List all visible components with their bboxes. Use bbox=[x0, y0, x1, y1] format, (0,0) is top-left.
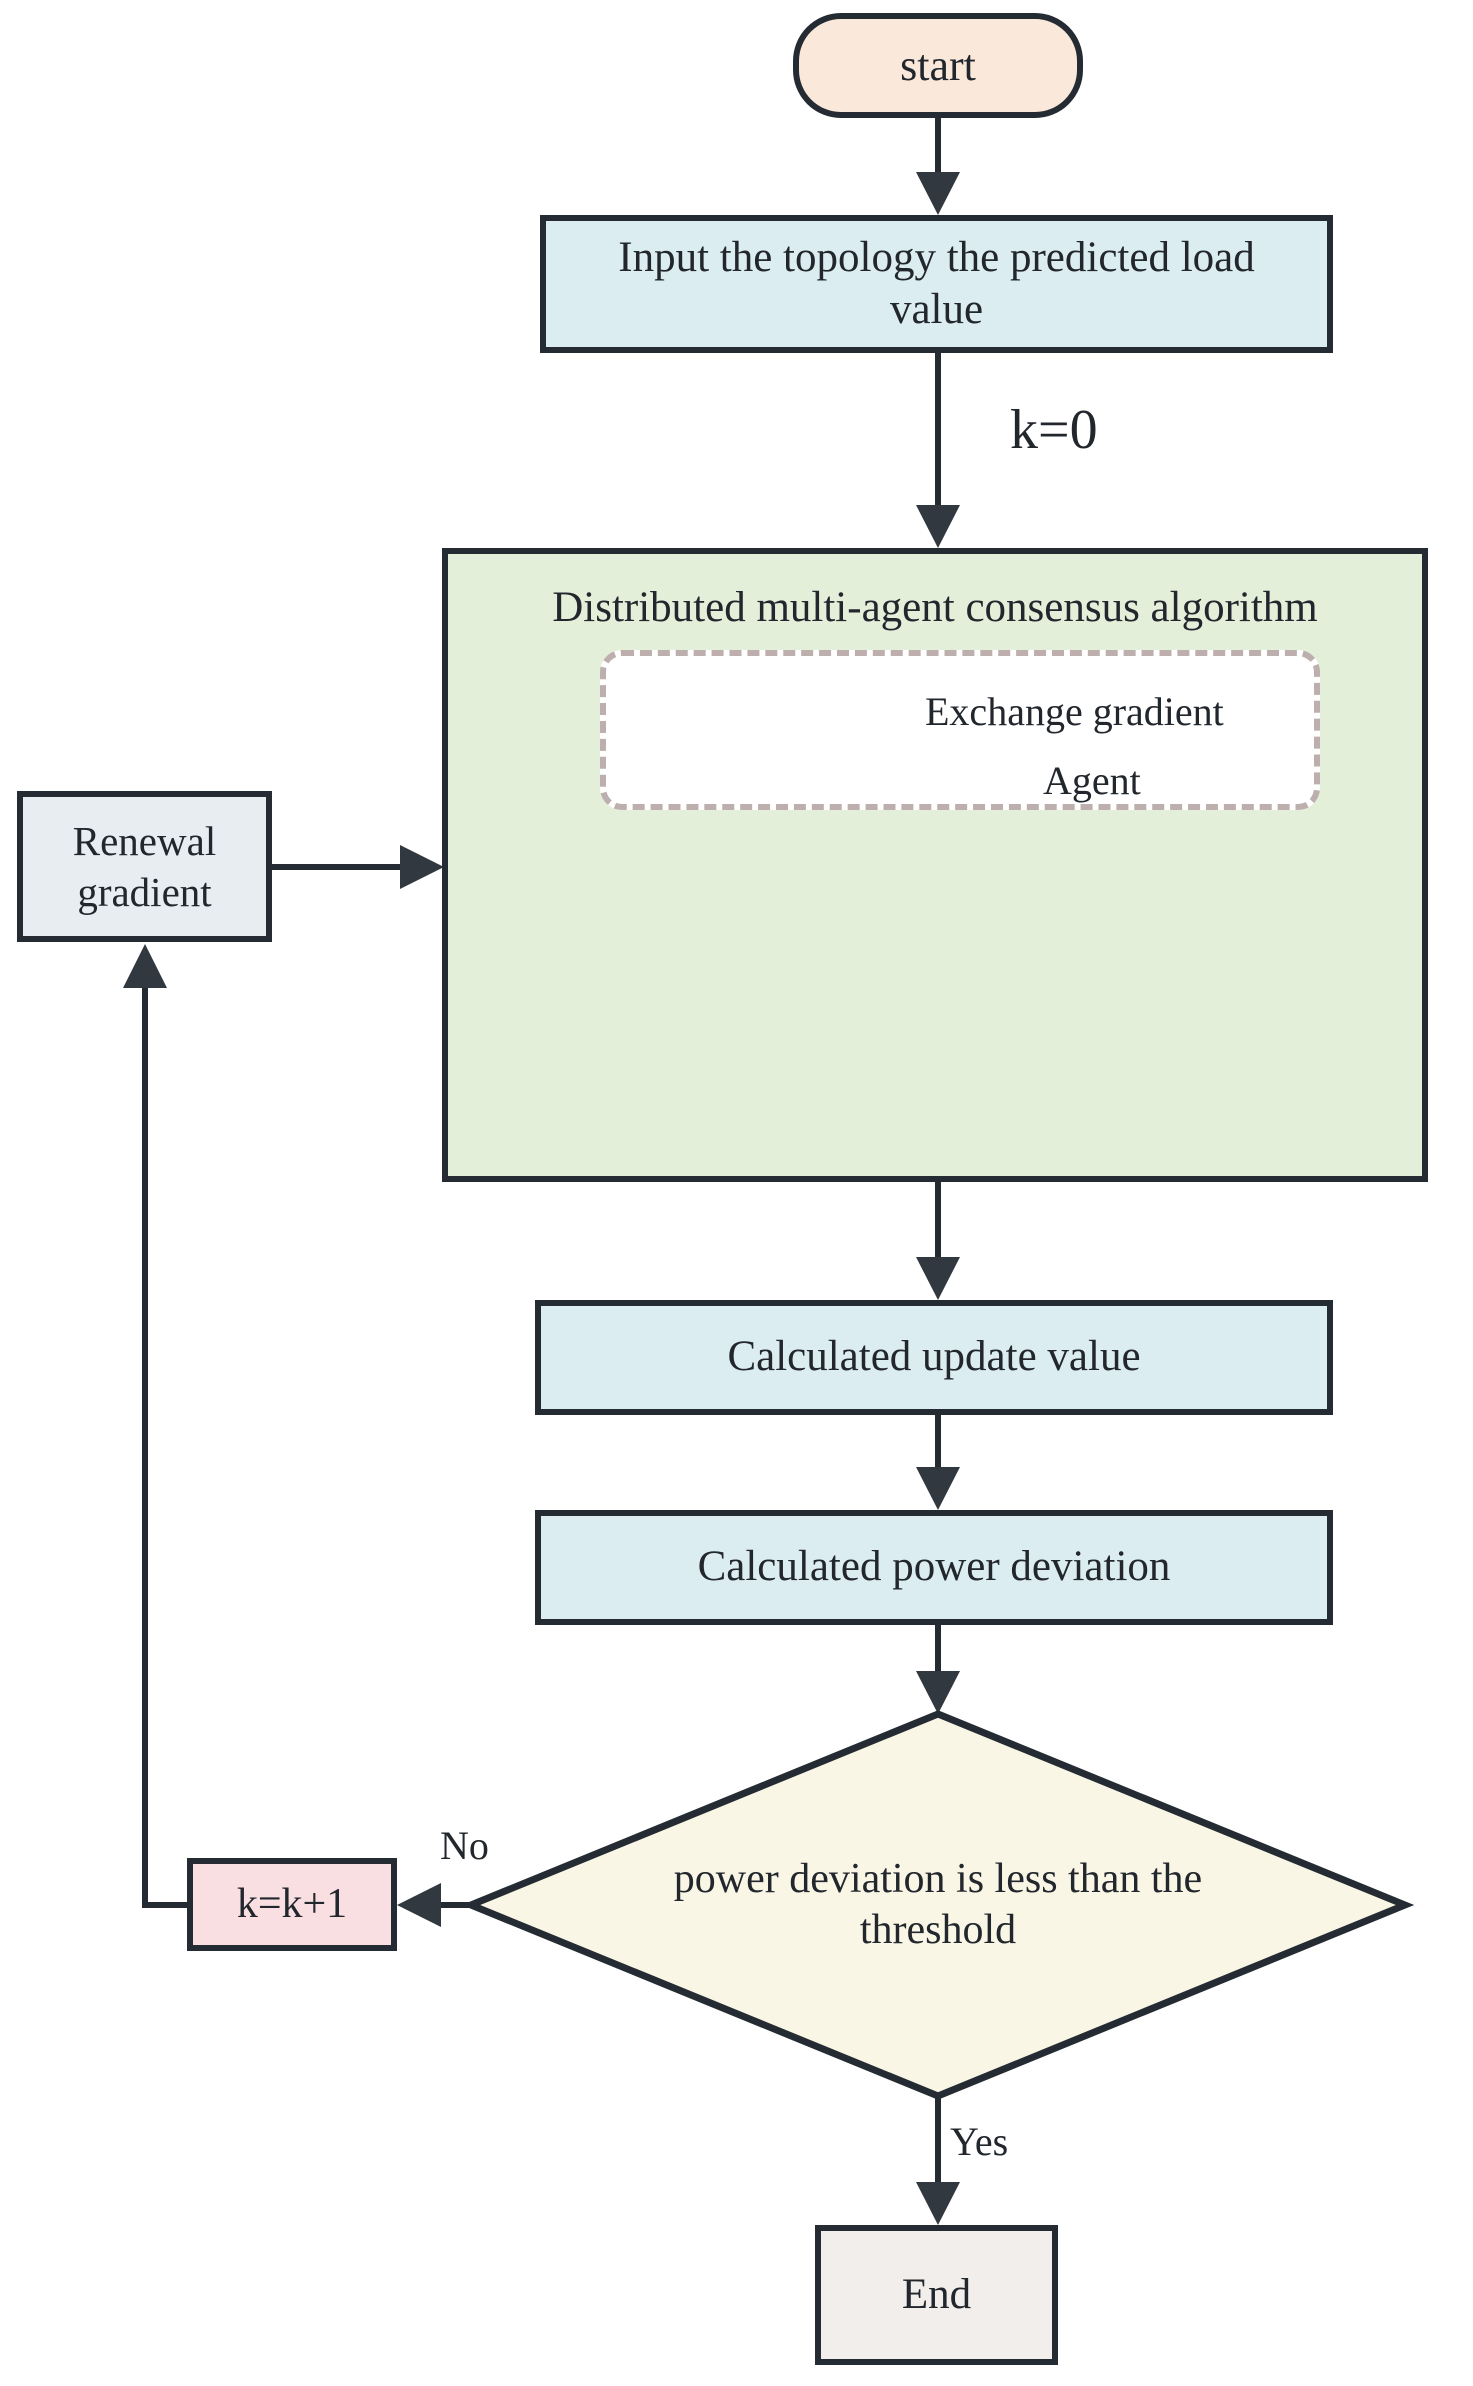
calculated-update-value-label: Calculated update value bbox=[727, 1333, 1141, 1381]
calculated-power-deviation-label: Calculated power deviation bbox=[697, 1543, 1171, 1591]
edge-label-yes-text: Yes bbox=[950, 2119, 1009, 2164]
start-node[interactable]: start bbox=[793, 13, 1083, 118]
renewal-gradient-node[interactable]: Renewal gradient bbox=[17, 791, 272, 942]
edge-label-no: No bbox=[440, 1822, 489, 1869]
arrowhead-input-to-algorithm bbox=[916, 505, 960, 548]
arrowhead-update-to-deviation bbox=[916, 1467, 960, 1510]
arrowhead-increment-to-renewal bbox=[123, 944, 167, 988]
legend-agent-label: Agent bbox=[1043, 758, 1141, 803]
edge-label-no-text: No bbox=[440, 1823, 489, 1868]
input-node[interactable]: Input the topology the predicted load va… bbox=[540, 215, 1333, 353]
increment-counter-node[interactable]: k=k+1 bbox=[187, 1858, 397, 1951]
end-node-label: End bbox=[901, 2270, 972, 2318]
decision-node-label: power deviation is less than the thresho… bbox=[673, 1855, 1203, 1953]
end-node[interactable]: End bbox=[815, 2225, 1058, 2365]
input-node-label: Input the topology the predicted load va… bbox=[618, 233, 1255, 333]
legend-panel bbox=[600, 650, 1320, 810]
edge-label-yes: Yes bbox=[950, 2118, 1008, 2165]
legend-exchange-gradient-label: Exchange gradient bbox=[925, 689, 1224, 734]
arrowhead-renewal-to-algorithm bbox=[400, 845, 444, 889]
renewal-gradient-label: Renewal gradient bbox=[72, 818, 217, 915]
start-node-label: start bbox=[900, 40, 976, 90]
arrowhead-deviation-to-decision bbox=[916, 1671, 960, 1714]
arrowhead-start-to-input bbox=[916, 172, 960, 215]
arrowhead-decision-to-increment bbox=[397, 1883, 441, 1927]
decision-node[interactable]: power deviation is less than the thresho… bbox=[630, 1845, 1246, 1965]
edge-increment-to-renewal bbox=[142, 975, 187, 1908]
arrowhead-algorithm-to-update bbox=[916, 1257, 960, 1300]
increment-counter-label: k=k+1 bbox=[236, 1880, 348, 1927]
edge-label-k-init: k=0 bbox=[1010, 398, 1098, 462]
calculated-power-deviation-node[interactable]: Calculated power deviation bbox=[535, 1510, 1333, 1625]
algorithm-node-label: Distributed multi-agent consensus algori… bbox=[552, 584, 1318, 631]
calculated-update-value-node[interactable]: Calculated update value bbox=[535, 1300, 1333, 1415]
arrowhead-decision-to-end bbox=[916, 2182, 960, 2225]
algorithm-node[interactable]: Distributed multi-agent consensus algori… bbox=[442, 548, 1428, 1182]
edge-label-k-init-text: k=0 bbox=[1010, 399, 1098, 461]
